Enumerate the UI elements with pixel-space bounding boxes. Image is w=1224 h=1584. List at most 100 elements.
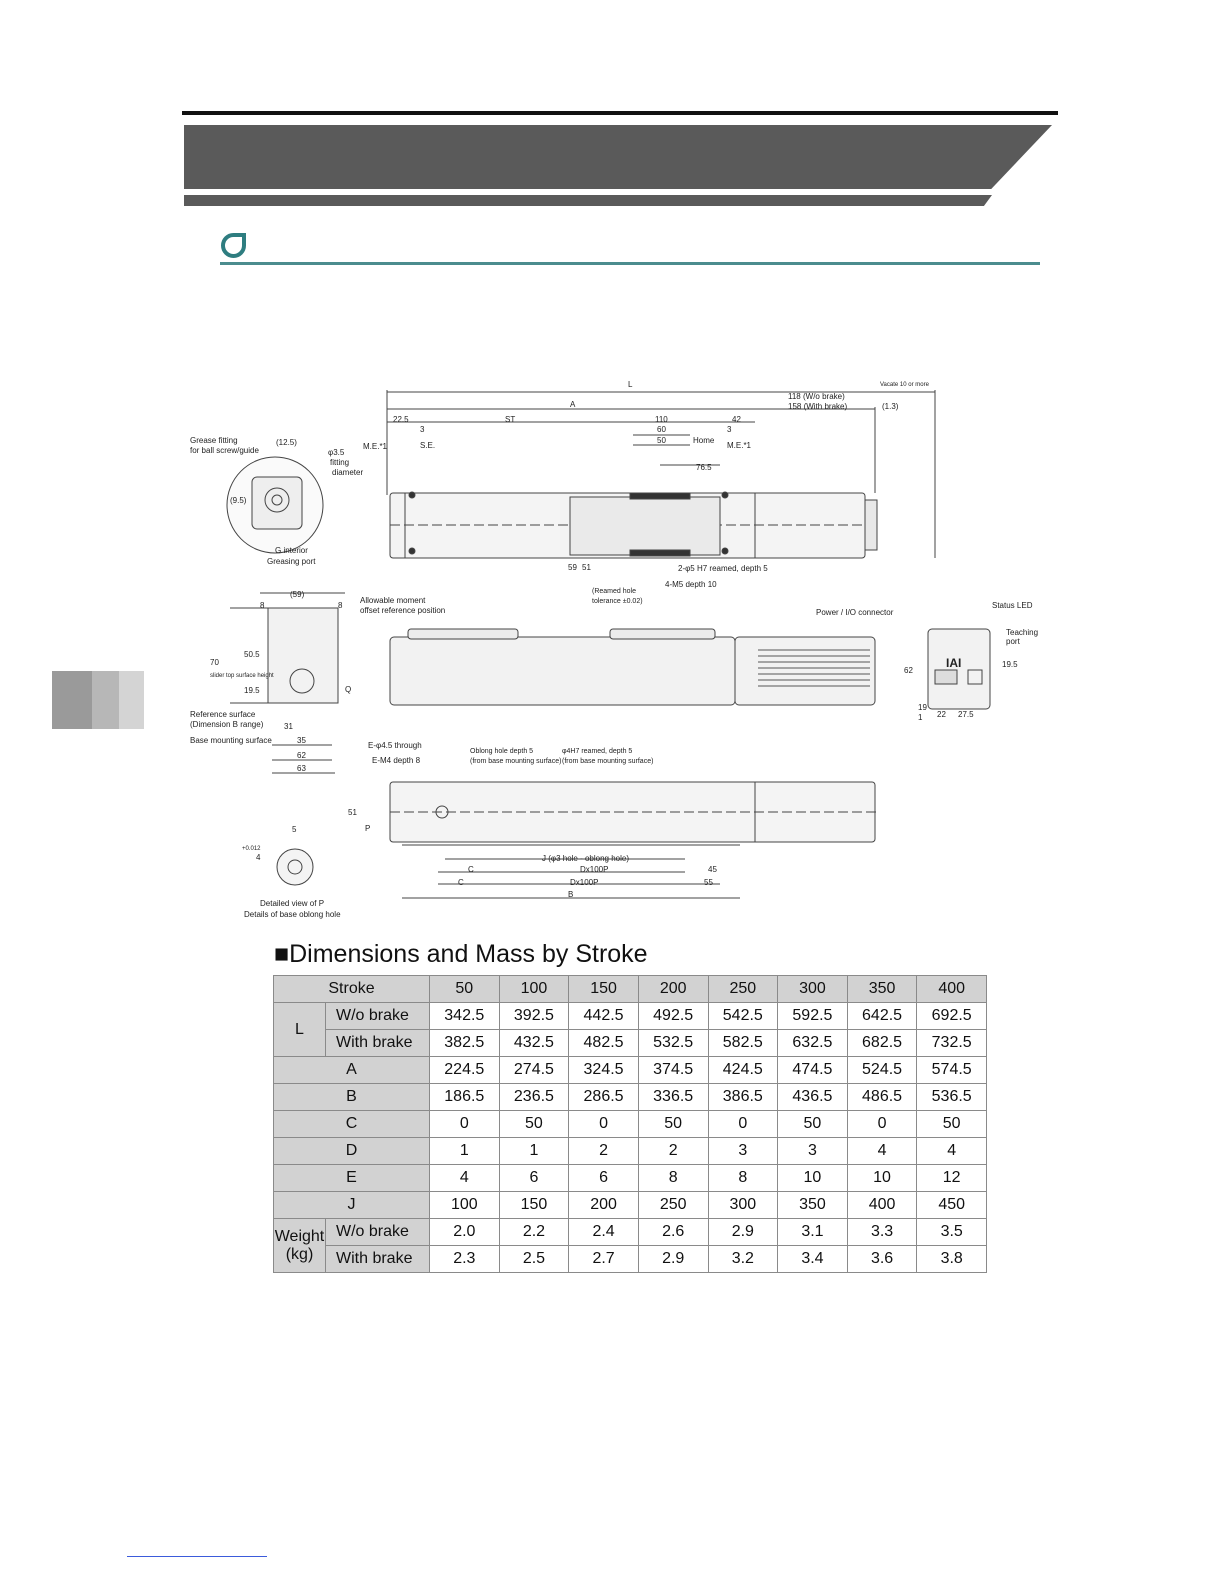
row-label-B: B [273, 1083, 430, 1111]
label-tol: +0.012 [242, 846, 261, 852]
row-sublabel-with-brake: With brake [325, 1245, 430, 1273]
label-63: 63 [297, 764, 306, 773]
cell-E: 10 [777, 1164, 848, 1192]
label-h7-holes: φ4H7 reamed, depth 5 [562, 748, 632, 755]
cell-weight-with-brake: 2.3 [429, 1245, 500, 1273]
cell-E: 6 [568, 1164, 639, 1192]
label-50-5: 50.5 [244, 650, 260, 659]
actuator-end-view [267, 607, 339, 704]
cell-L-wo-brake: 492.5 [637, 1002, 709, 1030]
weight-unit: (kg) [285, 1245, 314, 1263]
actuator-side-view [389, 636, 736, 706]
stroke-value-header: 400 [916, 975, 987, 1003]
label-fitting-dia: φ3.5 [328, 448, 345, 457]
cell-L-wo-brake: 592.5 [777, 1002, 848, 1030]
label-C2: C [458, 878, 464, 887]
weight-label: Weight [274, 1227, 325, 1245]
label-oblong: Oblong hole depth 5 [470, 748, 533, 755]
cell-weight-with-brake: 3.6 [846, 1245, 918, 1273]
label-teaching: Teaching [1006, 628, 1038, 637]
cell-L-with-brake: 732.5 [916, 1029, 987, 1057]
label-50: 50 [657, 436, 666, 445]
cell-C: 0 [707, 1110, 779, 1138]
label-27-5: 27.5 [958, 710, 974, 719]
label-51b: 51 [348, 808, 357, 817]
label-70: 70 [210, 658, 219, 667]
label-P: P [365, 824, 370, 833]
top-rule [182, 111, 1058, 115]
label-base-surface: Base mounting surface [190, 736, 272, 745]
label-62b: 62 [904, 666, 913, 675]
label-dx100b: Dx100P [570, 878, 598, 887]
label-22: 22 [937, 710, 946, 719]
row-label-E: E [273, 1164, 430, 1192]
row-label-L: L [273, 1002, 326, 1057]
stroke-value-header: 350 [846, 975, 918, 1003]
label-B: B [568, 890, 573, 899]
cell-J: 200 [568, 1191, 639, 1219]
label-59: 59 [568, 563, 577, 572]
label-5: 5 [292, 825, 297, 834]
cell-J: 400 [846, 1191, 918, 1219]
cell-J: 100 [429, 1191, 500, 1219]
cell-B: 186.5 [429, 1083, 500, 1111]
cell-A: 524.5 [846, 1056, 918, 1084]
label-19-5b: 19.5 [1002, 660, 1018, 669]
label-76-5: 76.5 [696, 463, 712, 472]
row-sublabel-with-brake: With brake [325, 1029, 430, 1057]
label-42: 42 [732, 415, 741, 424]
label-wo-brake-len: 118 (W/o brake) [788, 392, 845, 401]
stroke-header: Stroke [273, 975, 430, 1003]
cell-C: 50 [916, 1110, 987, 1138]
cell-E: 4 [429, 1164, 500, 1192]
iai-logo: IAI [946, 656, 961, 670]
label-45: 45 [708, 865, 717, 874]
footer-link-underline[interactable] [127, 1556, 267, 1557]
label-70-note: slider top surface height [210, 673, 274, 679]
cell-E: 6 [498, 1164, 570, 1192]
cell-C: 0 [429, 1110, 500, 1138]
cell-weight-wo-brake: 2.0 [429, 1218, 500, 1246]
row-label-weight: Weight(kg) [273, 1218, 326, 1273]
label-pin-holes: 2-φ5 H7 reamed, depth 5 [678, 564, 768, 573]
cell-E: 10 [846, 1164, 918, 1192]
cell-E: 12 [916, 1164, 987, 1192]
cell-L-with-brake: 532.5 [637, 1029, 709, 1057]
label-19-5: 19.5 [244, 686, 260, 695]
cell-A: 474.5 [777, 1056, 848, 1084]
subtitle-band [184, 195, 992, 206]
label-110: 110 [655, 415, 668, 424]
cell-J: 250 [637, 1191, 709, 1219]
label-greasing-port: Greasing port [267, 557, 316, 566]
label-59b: (59) [290, 590, 305, 599]
cell-L-wo-brake: 392.5 [498, 1002, 570, 1030]
cell-E: 8 [637, 1164, 709, 1192]
label-motor-note: Vacate 10 or more [880, 382, 930, 388]
cell-J: 450 [916, 1191, 987, 1219]
row-label-D: D [273, 1137, 430, 1165]
cell-weight-wo-brake: 3.3 [846, 1218, 918, 1246]
label-9-5: (9.5) [230, 496, 247, 505]
chapter-side-tab [52, 671, 144, 729]
cell-D: 1 [429, 1137, 500, 1165]
row-label-A: A [273, 1056, 430, 1084]
label-fitting: fitting [330, 458, 349, 467]
cell-weight-with-brake: 2.7 [568, 1245, 639, 1273]
cell-B: 286.5 [568, 1083, 639, 1111]
cell-weight-wo-brake: 2.4 [568, 1218, 639, 1246]
label-g-interior: G interior [275, 546, 308, 555]
cell-L-wo-brake: 342.5 [429, 1002, 500, 1030]
cell-C: 50 [777, 1110, 848, 1138]
cell-B: 386.5 [707, 1083, 779, 1111]
label-31: 31 [284, 722, 293, 731]
cell-B: 536.5 [916, 1083, 987, 1111]
label-power-io: Power / I/O connector [816, 608, 894, 617]
cell-D: 4 [846, 1137, 918, 1165]
label-e-through: E-φ4.5 through [368, 741, 422, 750]
cell-J: 300 [707, 1191, 779, 1219]
